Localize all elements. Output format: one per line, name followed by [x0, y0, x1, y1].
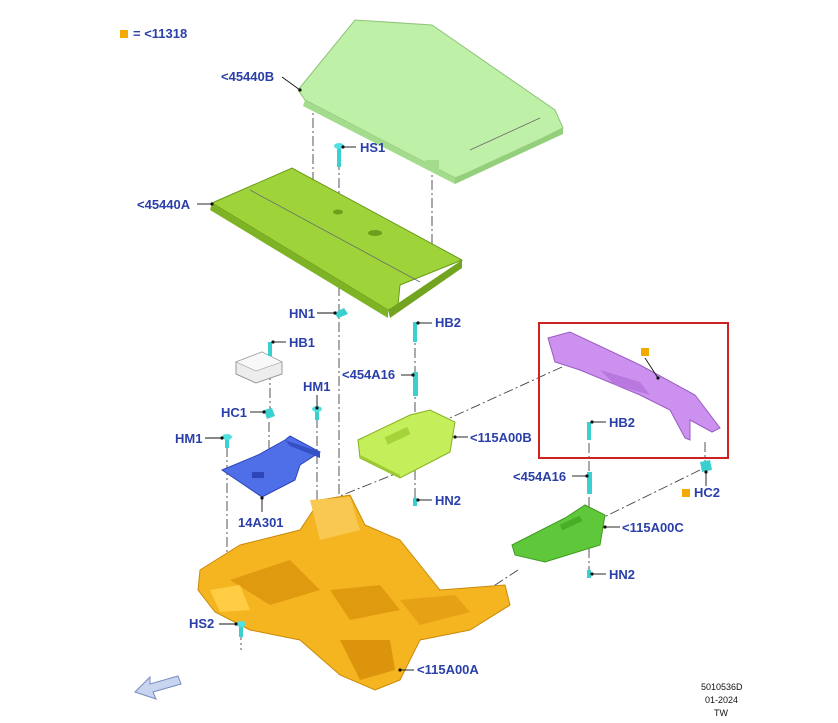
label-hc1[interactable]: HC1: [221, 405, 247, 420]
front-direction-arrow-icon: [134, 675, 182, 700]
label-hn2-right[interactable]: HN2: [609, 567, 635, 582]
diagram-date: 01-2024: [705, 695, 738, 705]
label-hb1[interactable]: HB1: [289, 335, 315, 350]
foam-block[interactable]: [235, 351, 283, 384]
label-hb2-right[interactable]: HB2: [609, 415, 635, 430]
part-45440A-floor-panel[interactable]: [210, 167, 464, 318]
label-hs2[interactable]: HS2: [189, 616, 214, 631]
part-45440B-load-floor[interactable]: [297, 19, 564, 184]
part-115A00C-foam-tray[interactable]: [511, 504, 606, 563]
label-hs1[interactable]: HS1: [360, 140, 385, 155]
label-hm1-left[interactable]: HM1: [175, 431, 202, 446]
label-115A00A[interactable]: <115A00A: [417, 662, 479, 677]
legend: = <11318: [120, 26, 187, 41]
bolt-hb2-left[interactable]: [413, 322, 417, 342]
screw-hs2[interactable]: [236, 621, 246, 637]
leader-lines: [197, 76, 708, 672]
part-115A00A-carrier[interactable]: [197, 494, 511, 691]
bracket-marker: [641, 348, 649, 356]
label-14A301[interactable]: 14A301: [238, 515, 284, 530]
clip-hc2[interactable]: [700, 460, 712, 472]
fasteners: [222, 143, 712, 637]
bracket-part[interactable]: [547, 331, 721, 441]
legend-text: = <11318: [133, 26, 187, 41]
label-454A16-left[interactable]: <454A16: [342, 367, 395, 382]
label-hb2-left[interactable]: HB2: [435, 315, 461, 330]
label-hm1-right[interactable]: HM1: [303, 379, 330, 394]
label-115A00B[interactable]: <115A00B: [470, 430, 532, 445]
label-115A00C[interactable]: <115A00C: [622, 520, 684, 535]
part-labels: <45440B HS1 <45440A HN1 HB2 HB1 <454A16 …: [137, 69, 720, 677]
part-115A00B-foam-tray[interactable]: [357, 409, 456, 479]
label-45440A[interactable]: <45440A: [137, 197, 191, 212]
diagram-code: 5010536D: [701, 682, 743, 692]
legend-swatch: [120, 30, 128, 38]
bolt-hb2-right[interactable]: [587, 422, 591, 440]
nut-hn2-right[interactable]: [587, 570, 591, 578]
hc2-marker: [682, 489, 690, 497]
stud-454A16-right[interactable]: [587, 472, 592, 494]
nut-hn1[interactable]: [334, 308, 348, 318]
label-45440B[interactable]: <45440B: [221, 69, 274, 84]
footer-info: 5010536D 01-2024 TW: [701, 682, 743, 718]
clip-hc1[interactable]: [264, 408, 275, 419]
bolt-hb1[interactable]: [268, 342, 272, 356]
label-hn1[interactable]: HN1: [289, 306, 315, 321]
label-454A16-right[interactable]: <454A16: [513, 469, 566, 484]
label-hn2-left[interactable]: HN2: [435, 493, 461, 508]
diagram-region: TW: [714, 708, 728, 718]
part-14A301-plate[interactable]: [220, 435, 321, 498]
nut-hn2-left[interactable]: [413, 498, 417, 506]
highlight-box: [538, 322, 729, 459]
stud-454A16-left[interactable]: [413, 372, 418, 396]
screw-hm1-left[interactable]: [222, 434, 232, 448]
label-hc2[interactable]: HC2: [694, 485, 720, 500]
